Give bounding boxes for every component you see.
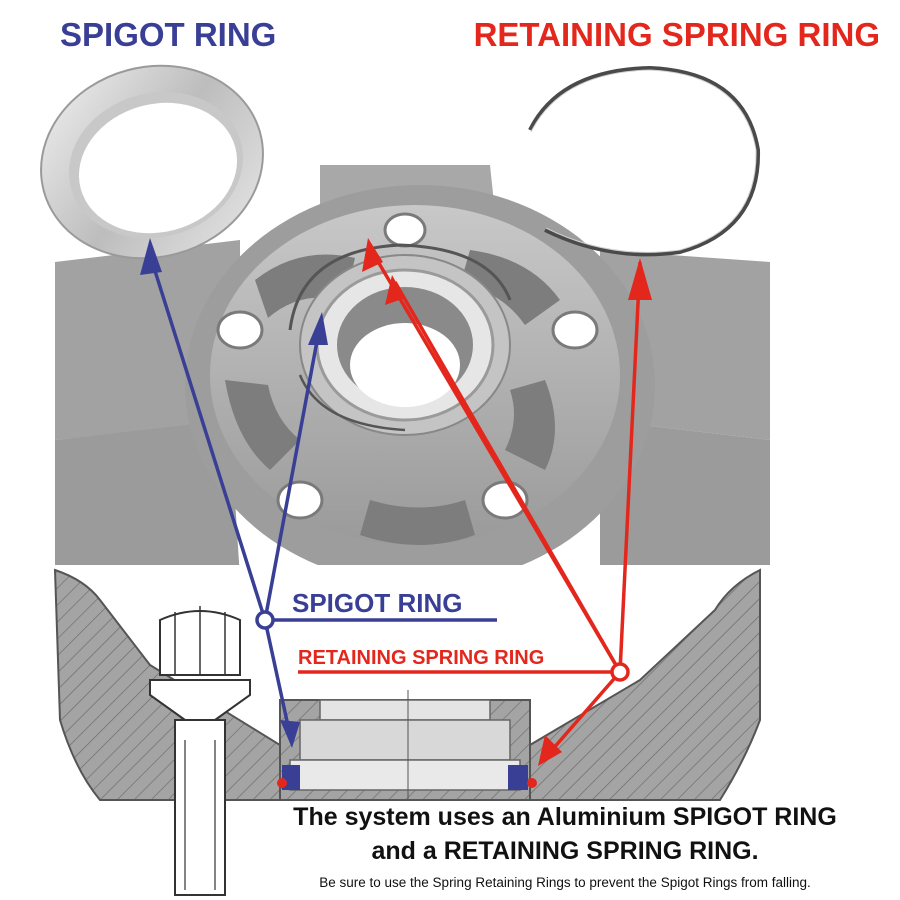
retaining-leader-lines — [298, 238, 652, 766]
spigot-ring-title: SPIGOT RING — [60, 16, 276, 53]
spigot-ring-photo — [40, 64, 264, 260]
caption-line-1: The system uses an Aluminium SPIGOT RING — [293, 803, 837, 831]
retaining-spring-ring-callout: RETAINING SPRING RING — [298, 647, 544, 669]
caption-line-2: and a RETAINING SPRING RING. — [371, 837, 759, 865]
spigot-leader-lines — [140, 238, 497, 748]
caption-note: Be sure to use the Spring Retaining Ring… — [319, 875, 811, 890]
spigot-ring-callout: SPIGOT RING — [292, 588, 462, 618]
retaining-spring-ring-title: RETAINING SPRING RING — [474, 16, 880, 53]
retaining-spring-ring-photo — [528, 65, 761, 257]
wheel-bolt-illustration — [149, 606, 251, 896]
cross-section-view — [53, 565, 775, 896]
